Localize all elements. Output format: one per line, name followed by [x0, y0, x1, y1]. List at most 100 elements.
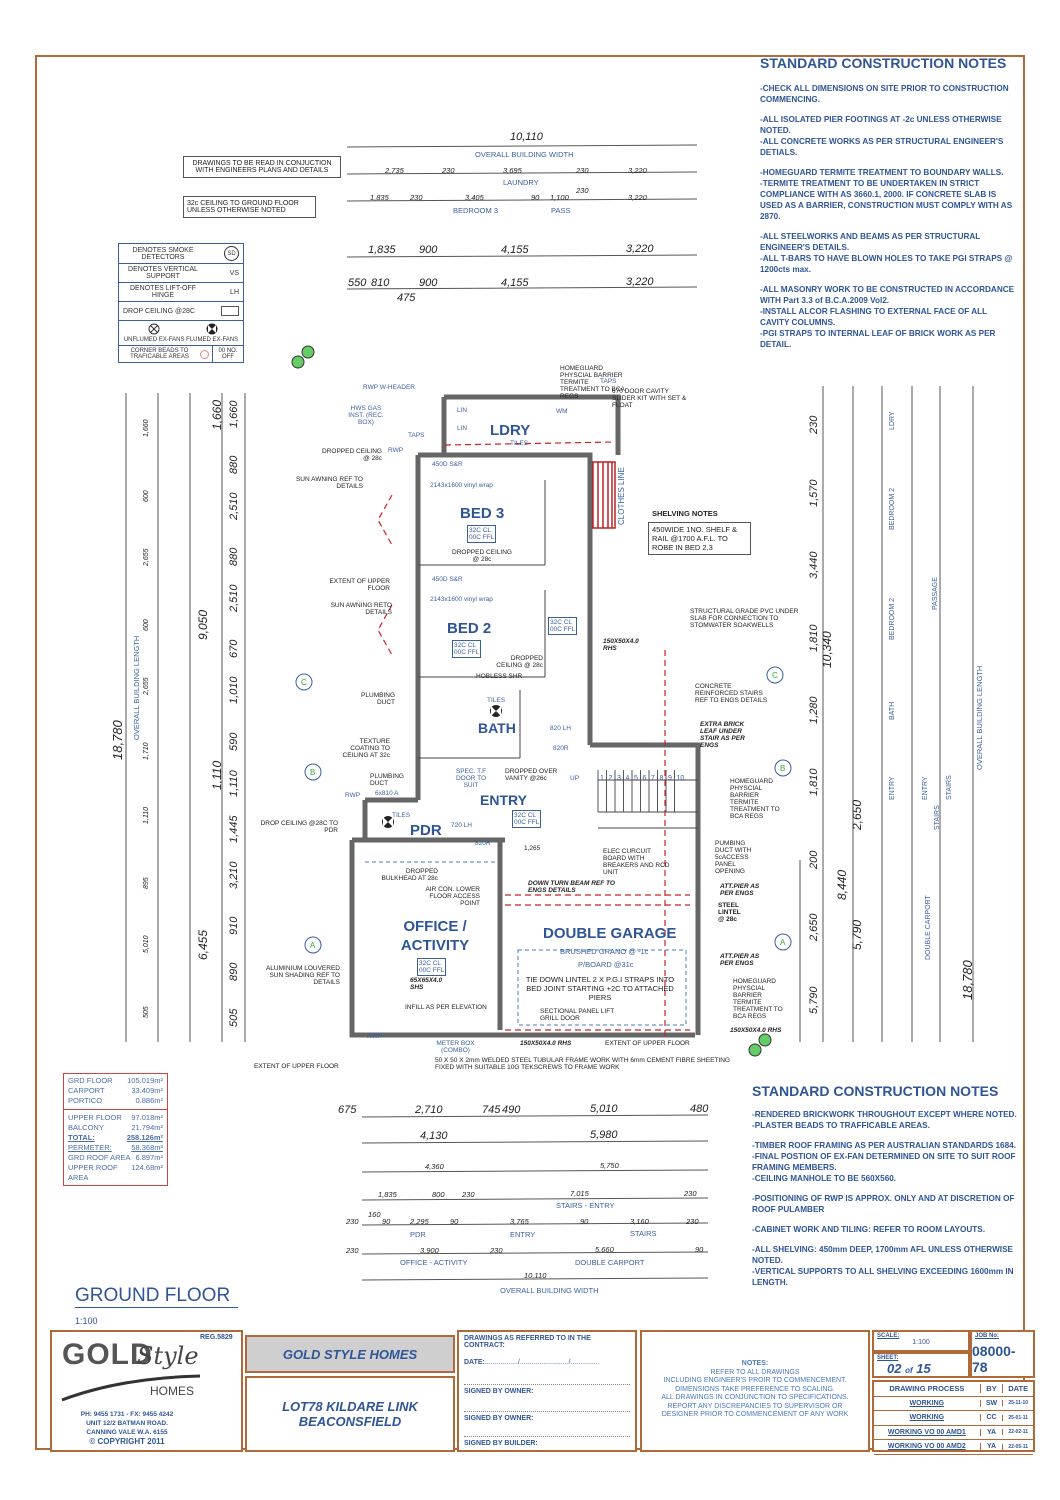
note-bottom-paragraph: -POSITIONING OF RWP IS APPROX. ONLY AND …: [752, 1193, 1017, 1215]
stair-step-number: 10: [677, 775, 685, 782]
company-contact: PH: 9455 1731 - FX: 9455 4242 UNIT 12/2 …: [62, 1410, 192, 1446]
area-value: 258.126m²: [126, 1133, 163, 1142]
grid-marker-c-right: C: [766, 666, 784, 684]
rwp-header-note: RWP W-HEADER: [363, 384, 416, 391]
room-pdr-label: PDR: [410, 822, 442, 839]
note-top-paragraph: -ALL ISOLATED PIER FOOTINGS AT -2c UNLES…: [760, 114, 1015, 158]
dim-line-bottom-3: [361, 1169, 709, 1173]
dim-value: 1,110: [143, 807, 150, 825]
dim-value: 590: [228, 732, 240, 751]
dim-label: LAUNDRY: [503, 178, 539, 187]
dim-value: 1,810: [808, 768, 820, 797]
dropped-vanity-note: DROPPED OVER VANITY @26c: [505, 768, 558, 782]
door-label: 820R: [475, 840, 491, 847]
grid-marker-a-left: A: [304, 936, 322, 954]
process-date: 22-05-11: [1002, 1443, 1033, 1450]
dim-line-bottom-2: [361, 1140, 709, 1144]
extent-upper-note: EXTENT OF UPPER FLOOR: [605, 1040, 690, 1047]
date-field[interactable]: DATE:................./.................…: [464, 1359, 630, 1366]
dropped-ceiling-note: DROPPED CEILING @ 28c: [452, 549, 512, 563]
area-value: 97.018m²: [131, 1113, 163, 1122]
company-name-panel: GOLD STYLE HOMES: [245, 1335, 455, 1373]
room-office-label: OFFICE / ACTIVITY: [400, 918, 470, 954]
dim-bottom-overall: 10,110: [524, 1271, 547, 1280]
signed-owner-1-field[interactable]: SIGNED BY OWNER:: [464, 1384, 630, 1395]
dim-value: 1,280: [808, 696, 820, 724]
dim-value: 2,510: [228, 492, 240, 521]
project-address-1: LOT78 KILDARE LINK: [282, 1399, 418, 1414]
dim-value: 2,295: [410, 1217, 429, 1226]
dim-value: 5,790: [850, 919, 864, 950]
dim-value: 4,155: [501, 244, 529, 256]
rhs-note: 150X50X4.0 RHS: [603, 638, 639, 652]
dim-value: 3,220: [626, 276, 654, 288]
dropped-ceiling-note: DROPPED CEILING @ 28c: [496, 655, 543, 669]
dim-value: 670: [228, 640, 240, 659]
note-top-line: -ALL CONCRETE WORKS AS PER STRUCTURAL EN…: [760, 137, 1004, 157]
note-bottom-paragraph: -RENDERED BRICKWORK THROUGHOUT EXCEPT WH…: [752, 1109, 1017, 1131]
signed-owner-2-field[interactable]: SIGNED BY OWNER:: [464, 1411, 630, 1422]
process-by: BY: [979, 1384, 1003, 1394]
wall-office: [349, 840, 695, 1038]
dim-label: PASSAGE: [932, 577, 939, 610]
stair-up-label: UP: [570, 775, 580, 782]
flumed-fan-icon: [206, 323, 218, 335]
process-stage: DRAWING PROCESS: [889, 1384, 965, 1394]
grid-marker-b-left: B: [304, 763, 322, 781]
general-note-line: REFER TO ALL DRAWINGS: [710, 1368, 800, 1376]
process-stage: WORKING VO 00 AMD2: [887, 1443, 966, 1451]
job-number: 08000-78: [972, 1343, 1016, 1375]
dim-line-bottom-6: [361, 1251, 709, 1255]
grid-marker-b-right: B: [774, 759, 792, 777]
unflumed-fan-icon: [148, 323, 160, 335]
room-bed3-label: BED 3: [460, 505, 505, 522]
room-bath-label: BATH: [478, 720, 516, 736]
dim-value: 230: [462, 1190, 475, 1199]
floor-level: 00C FFL: [550, 626, 576, 633]
room-bed2-label: BED 2: [447, 620, 492, 637]
dim-line-bottom-4: [361, 1197, 709, 1201]
process-by: YA: [979, 1443, 1003, 1451]
general-note-line: DIMENSIONS TAKE PREFERENCE TO SCALING.: [675, 1385, 835, 1393]
dim-value: 230: [684, 1189, 697, 1198]
room-garage-floor: BRUSHED GRANO @ -1c: [560, 947, 649, 956]
note-bottom-line: -PLASTER BEADS TO TRAFFICABLE AREAS.: [752, 1121, 930, 1130]
dim-line-bottom-1: [361, 1114, 709, 1118]
note-bottom-paragraph: -TIMBER ROOF FRAMING AS PER AUSTRALIAN S…: [752, 1140, 1017, 1184]
signed-builder-field[interactable]: SIGNED BY BUILDER:: [464, 1436, 630, 1447]
dim-value: 1,660: [143, 419, 150, 438]
shelving-heading: SHELVING NOTES: [652, 509, 718, 518]
dim-bottom-overall-label: OVERALL BUILDING WIDTH: [500, 1286, 599, 1295]
sheet-number: 02: [887, 1361, 902, 1376]
scale-label: SCALE:: [877, 1333, 900, 1339]
date-label: DATE:: [464, 1359, 485, 1366]
dim-value: 745: [482, 1104, 501, 1116]
process-date: DATE: [1002, 1384, 1033, 1394]
dim-value: 2,710: [415, 1104, 443, 1116]
dim-value: 2,655: [143, 548, 150, 567]
dim-left-overall-label: OVERALL BUILDING LENGTH: [132, 635, 141, 740]
taps-note: TAPS: [600, 378, 617, 385]
flumed-fan-icon: [382, 816, 394, 828]
legend-corner-beads: CORNER BEADS TO TRAFICABLE AREAS 00 NO. …: [119, 346, 243, 362]
rwp-note: RWP: [345, 792, 361, 799]
note-top-paragraph: -CHECK ALL DIMENSIONS ON SITE PRIOR TO C…: [760, 83, 1015, 105]
dim-value: 3,220: [628, 193, 647, 202]
notes-bottom-body: -RENDERED BRICKWORK THROUGHOUT EXCEPT WH…: [752, 1109, 1017, 1288]
dim-value: 3,695: [503, 166, 522, 175]
dim-value: 2,735: [385, 166, 404, 175]
stair-step-number: 9: [668, 775, 672, 782]
svg-text:C: C: [301, 678, 307, 687]
dim-value: 1,660: [228, 400, 240, 429]
dim-value: 90: [382, 1217, 391, 1226]
dim-value: 10,340: [820, 631, 834, 668]
note-bottom-line: -RENDERED BRICKWORK THROUGHOUT EXCEPT WH…: [752, 1110, 1017, 1119]
grid-marker-a-right: A: [774, 933, 792, 951]
